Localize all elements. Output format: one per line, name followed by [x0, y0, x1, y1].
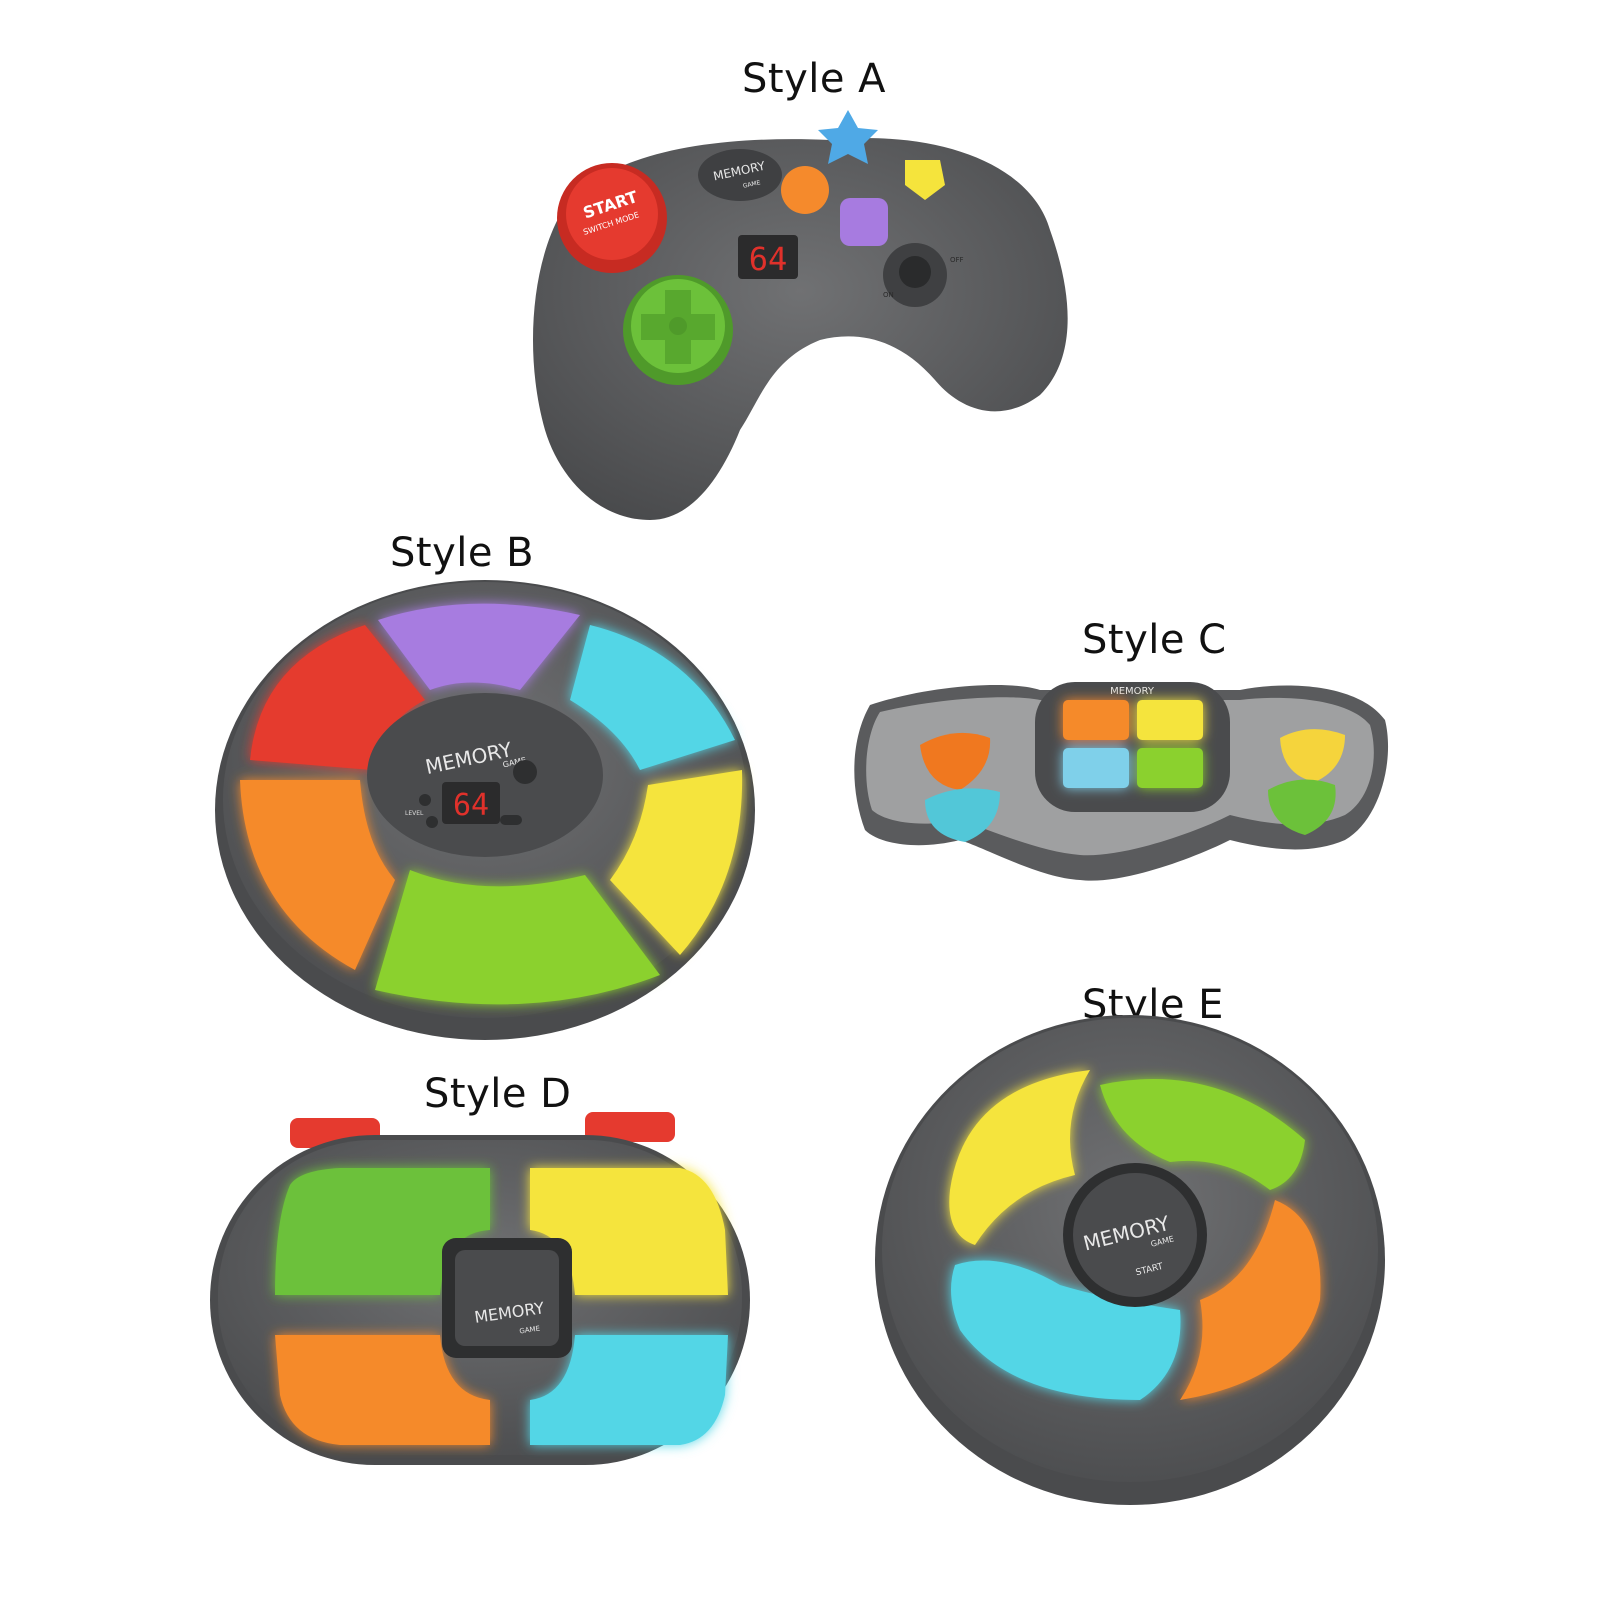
yellow-pad[interactable]	[949, 1070, 1090, 1245]
start-button[interactable]: START SWITCH MODE	[557, 163, 667, 273]
purple-pad[interactable]	[378, 603, 580, 690]
green-pad[interactable]	[375, 870, 660, 1005]
score-display: 64	[738, 235, 798, 279]
style-a-controller: START SWITCH MODE MEMORY GAME 64	[533, 110, 1068, 520]
score-value: 64	[749, 240, 788, 278]
game-brand: GAME	[519, 1325, 541, 1336]
yellow-pick-button[interactable]	[1280, 729, 1345, 782]
level-up-button[interactable]	[419, 794, 431, 806]
dpad-button[interactable]	[623, 275, 733, 385]
style-e-round-device: MEMORY GAME START	[875, 1015, 1385, 1505]
yellow-shield-button[interactable]	[905, 160, 945, 200]
level-down-button[interactable]	[426, 816, 438, 828]
orange-key[interactable]	[1063, 700, 1129, 740]
start-knob[interactable]	[513, 760, 537, 784]
on-label: ON	[883, 291, 894, 299]
cyan-pad[interactable]	[570, 625, 735, 770]
green-pick-button[interactable]	[1268, 779, 1336, 835]
orange-pad[interactable]	[1180, 1200, 1321, 1400]
center-panel: MEMORY GAME 64 LEVEL	[367, 693, 603, 857]
style-a-label: Style A	[742, 56, 887, 102]
off-label: OFF	[950, 256, 964, 264]
style-c-gamepad: MEMORY	[854, 682, 1389, 881]
joystick[interactable]	[883, 243, 947, 307]
green-pad[interactable]	[275, 1168, 490, 1295]
yellow-key[interactable]	[1137, 700, 1203, 740]
purple-square-button[interactable]	[840, 198, 888, 246]
game-brand: GAME	[742, 179, 761, 190]
controller-body	[533, 138, 1068, 520]
yellow-pad[interactable]	[610, 770, 743, 955]
green-pad[interactable]	[1100, 1079, 1305, 1190]
blue-pad[interactable]	[951, 1260, 1181, 1401]
blue-star-button[interactable]	[818, 110, 878, 164]
red-pad[interactable]	[250, 625, 425, 770]
power-switch[interactable]	[500, 815, 522, 825]
blue-key[interactable]	[1063, 748, 1129, 788]
orange-round-button[interactable]	[781, 166, 829, 214]
green-key[interactable]	[1137, 748, 1203, 788]
orange-pick-button[interactable]	[920, 732, 991, 790]
style-d-label: Style D	[424, 1071, 572, 1117]
right-shoulder-button[interactable]	[585, 1112, 675, 1142]
style-b-round-device: MEMORY GAME 64 LEVEL	[215, 580, 755, 1040]
style-c-label: Style C	[1082, 617, 1227, 663]
style-b-label: Style B	[390, 530, 535, 576]
orange-pad[interactable]	[275, 1335, 490, 1445]
yellow-pad[interactable]	[530, 1168, 728, 1295]
cyan-pick-button[interactable]	[925, 788, 1000, 842]
blue-pad[interactable]	[530, 1335, 728, 1445]
level-label: LEVEL	[405, 810, 424, 817]
memory-badge: MEMORY GAME	[698, 149, 782, 201]
score-value: 64	[453, 788, 489, 823]
orange-pad[interactable]	[240, 780, 395, 970]
score-display	[442, 782, 500, 824]
memory-brand: MEMORY	[1110, 686, 1155, 697]
style-d-oval-device: MEMORY GAME	[210, 1112, 750, 1465]
